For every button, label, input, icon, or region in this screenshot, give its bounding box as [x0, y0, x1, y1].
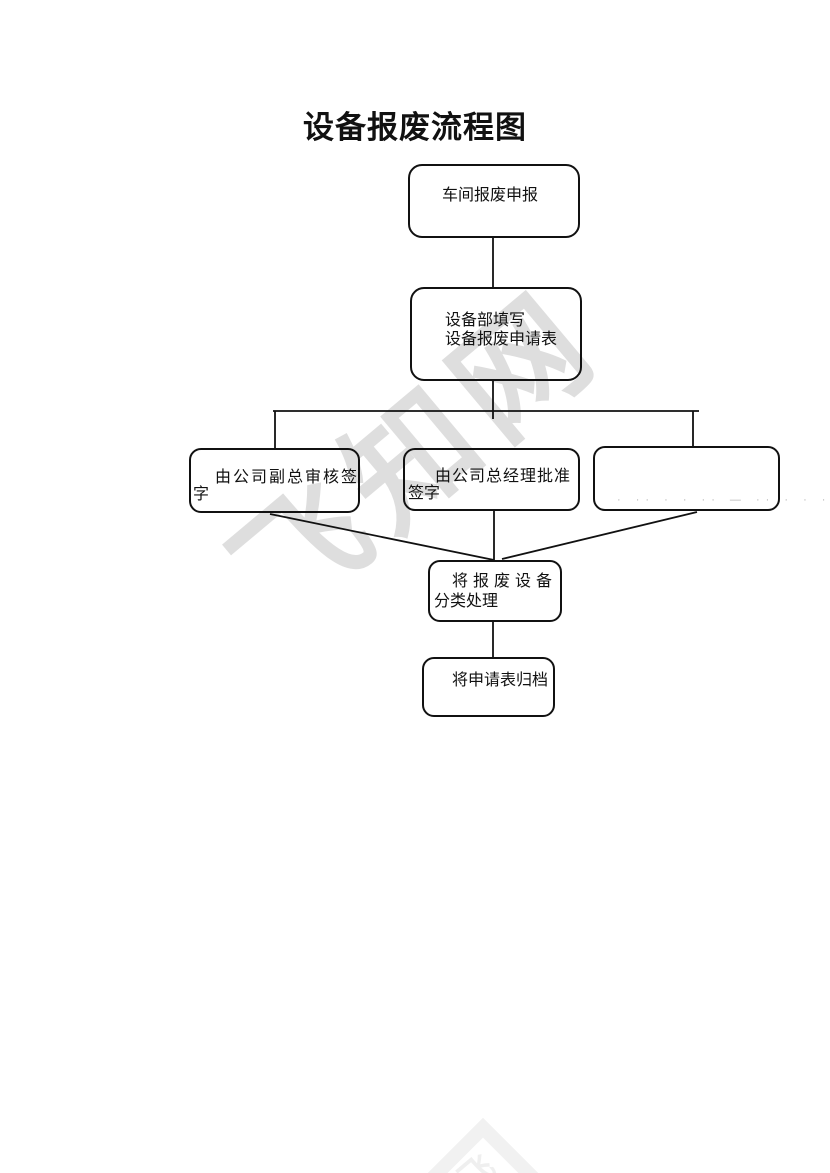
flow-node-gm-approve-sign: 由公司总经理批准 签字 [403, 448, 580, 511]
node-label-line2: 分类处理 [434, 593, 499, 610]
node-label-line1: 将报废设备 [452, 573, 558, 590]
connector-blank-to-dispose [501, 511, 698, 560]
flow-node-workshop-declare: 车间报废申报 [408, 164, 580, 238]
node-label-line2: 字 [193, 486, 210, 503]
page-title: 设备报废流程图 [303, 110, 527, 145]
node-label-line2: 设备报废申请表 [445, 331, 558, 348]
flow-node-archive-form: 将申请表归档 [422, 657, 555, 717]
node-label: 车间报废申报 [442, 187, 539, 204]
flow-node-vp-review-sign: 由公司副总审核签 字 [189, 448, 360, 513]
node-label-line1: 由公司总经理批准 [435, 468, 572, 485]
flow-node-dispose-classify: 将报废设备 分类处理 [428, 560, 562, 622]
node-faint-text: · ·· · · ·· — ·· · · ·· [617, 494, 830, 506]
node-label-line2: 签字 [408, 485, 441, 502]
node-label-line1: 由公司副总审核签 [215, 469, 360, 486]
node-label-line1: 设备部填写 [445, 312, 526, 329]
node-label: 将申请表归档 [452, 672, 549, 689]
flow-node-blank: · ·· · · ·· — ·· · · ·· [593, 446, 830, 511]
connector-vp-to-dispose [269, 513, 495, 561]
flow-node-fill-application: 设备部填写 设备报废申请表 [410, 287, 582, 381]
